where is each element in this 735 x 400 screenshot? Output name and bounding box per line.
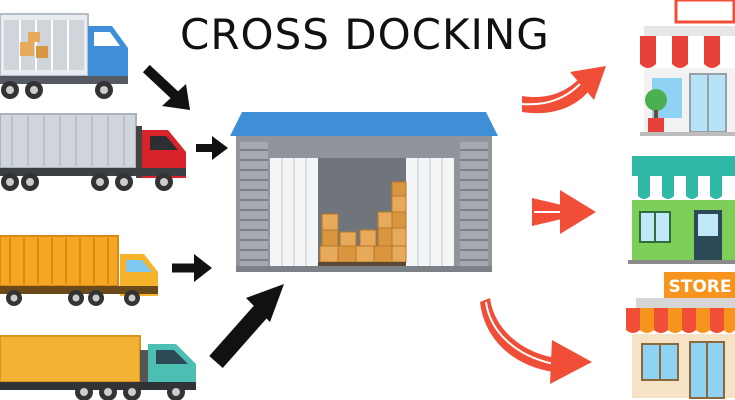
- warehouse: [230, 112, 498, 272]
- outbound-arrow-3: [480, 298, 592, 384]
- box-truck-teal: [0, 335, 196, 400]
- store-red-awning: [640, 0, 735, 136]
- inbound-arrow-1: [142, 64, 190, 110]
- store-orange-awning: STORE: [626, 272, 735, 399]
- container-truck-red: [0, 113, 186, 191]
- outbound-arrow-2: [532, 190, 596, 234]
- store-sign-text: STORE: [669, 277, 732, 297]
- container-truck-orange: [0, 235, 158, 306]
- inbound-arrow-4: [209, 284, 284, 368]
- box-truck-blue: [0, 13, 128, 99]
- outbound-arrow-1: [521, 66, 606, 114]
- inbound-arrow-2: [196, 136, 228, 160]
- inbound-arrow-3: [172, 254, 212, 282]
- diagram-title: CROSS DOCKING: [180, 10, 550, 59]
- store-green-awning: [626, 156, 735, 264]
